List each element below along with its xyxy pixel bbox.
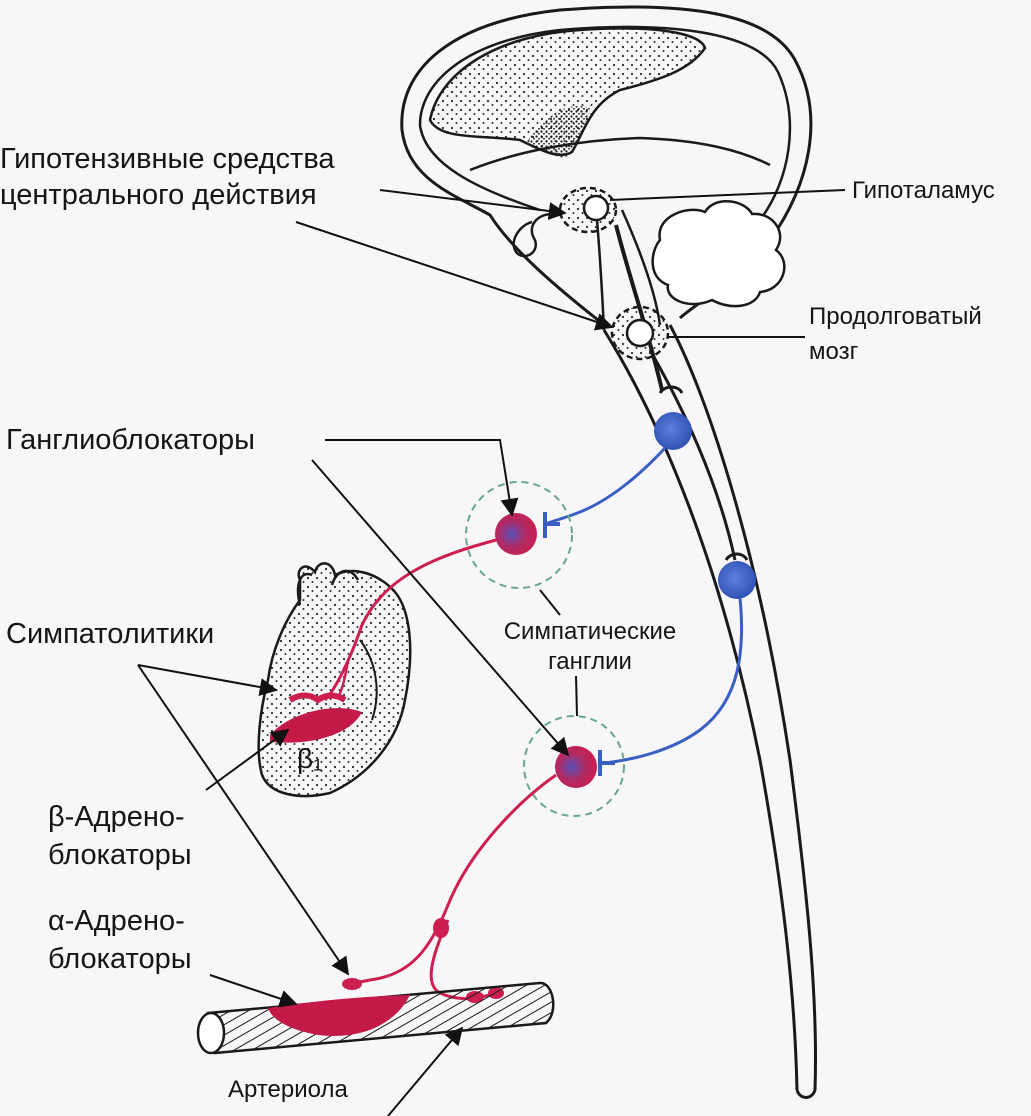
postganglionic-axon-heart — [323, 538, 497, 702]
line-sympathetic-ganglia-lower — [575, 675, 578, 717]
arrow-sympatholytics-arteriole — [137, 664, 350, 976]
heart — [257, 562, 412, 798]
arrow-central-to-hypothalamus — [379, 189, 567, 220]
postganglionic-axon-arteriole — [345, 773, 557, 986]
beta1-receptor-band — [270, 708, 362, 743]
arteriole-vessel — [196, 981, 555, 1055]
preganglionic-neuron-body-1 — [654, 412, 692, 450]
label-central-agents-line2: центрального действия — [0, 179, 317, 211]
label-beta-blockers-line2: блокаторы — [48, 839, 192, 871]
descending-tract — [614, 224, 664, 391]
label-sympathetic-ganglia-line2: ганглии — [548, 648, 632, 675]
label-central-agents-line1: Гипотензивные средства — [0, 143, 335, 175]
label-arteriole: Артериола — [228, 1076, 348, 1103]
blue-terminal-2 — [598, 750, 615, 776]
brain-inner-contour — [418, 25, 792, 221]
ganglion-neuron-lower — [555, 746, 597, 788]
label-sympatholytics: Симпатолитики — [6, 618, 215, 650]
ganglion-ring-upper — [465, 481, 573, 589]
cerebral-cortex-stippled — [428, 27, 707, 157]
arrow-central-to-medulla — [295, 221, 614, 331]
label-beta-blockers-line1: β-Адрено- — [48, 801, 185, 833]
medulla-nucleus — [610, 305, 670, 361]
arrow-beta-blockers — [205, 728, 290, 791]
spinal-cord — [602, 224, 818, 1099]
arrow-alpha-blockers — [209, 974, 298, 1008]
synapse-terminal-2 — [724, 552, 749, 561]
hypothalamus-nucleus — [558, 186, 618, 234]
sympathetic-ganglia — [465, 481, 625, 817]
line-hypothalamus-label — [609, 189, 846, 201]
heart-nerve-terminals — [288, 692, 347, 704]
blue-terminal-1 — [543, 512, 560, 538]
leader-lines — [137, 189, 846, 1116]
arrow-ganglion-blocker-lower — [311, 459, 570, 757]
label-ganglion-blockers: Ганглиоблокаторы — [6, 424, 255, 456]
cortex-dense-shading — [528, 106, 590, 158]
aortic-arch — [296, 569, 360, 606]
spinal-cord-right-edge — [668, 324, 818, 1091]
heart-outline — [257, 562, 412, 798]
preganglionic-neuron-body-2 — [718, 561, 756, 599]
ganglion-ring-lower — [523, 715, 625, 817]
label-medulla-line1: Продолговатый — [809, 303, 982, 330]
descending-tract-lower — [648, 349, 737, 561]
preganglionic-axon-2 — [604, 597, 744, 765]
label-hypothalamus: Гипоталамус — [852, 177, 995, 204]
brain — [400, 5, 813, 331]
line-sympathetic-ganglia — [539, 589, 561, 616]
varicosity-2 — [342, 978, 362, 990]
spinal-cord-left-edge — [602, 329, 799, 1091]
pituitary-region — [512, 212, 561, 258]
label-alpha-blockers-line2: блокаторы — [48, 943, 192, 975]
preganglionic-neurons — [543, 412, 756, 776]
arrow-ganglion-blocker-upper — [325, 439, 519, 517]
preganglionic-axon-1 — [544, 446, 667, 526]
spinal-cord-tip — [795, 1089, 817, 1099]
arteriole-end-left — [196, 1011, 226, 1055]
corpus-callosum — [469, 136, 771, 172]
cerebellum — [651, 199, 786, 308]
ganglion-neuron-upper — [495, 513, 537, 555]
label-beta1-receptor: β₁ — [297, 743, 323, 774]
label-alpha-blockers-line1: α-Адрено- — [48, 905, 185, 937]
label-medulla-line2: мозг — [809, 338, 859, 365]
alpha-receptor-band — [268, 995, 410, 1036]
heart-septum — [359, 639, 378, 721]
synapse-terminal-1 — [658, 385, 684, 394]
varicosity-1 — [433, 918, 449, 938]
line-arteriole-label — [387, 1026, 464, 1116]
arrow-sympatholytics-heart — [137, 664, 278, 696]
label-sympathetic-ganglia-line1: Симпатические — [503, 618, 677, 645]
postganglionic-axon-heart-branch — [336, 659, 350, 699]
